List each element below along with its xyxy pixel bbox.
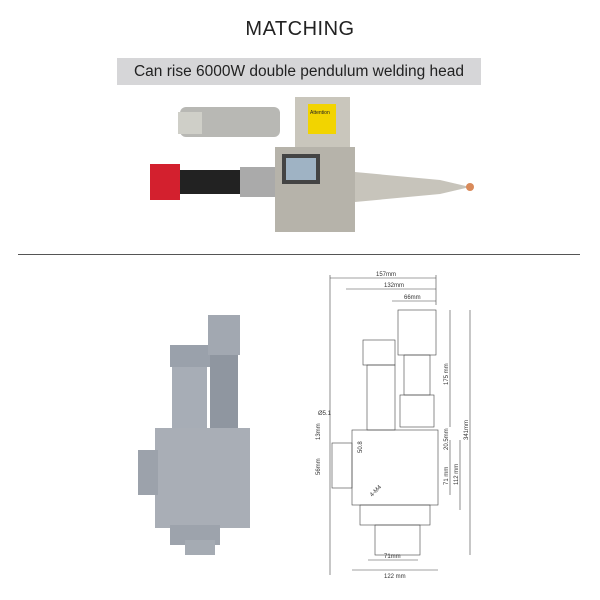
product-subtitle: Can rise 6000W double pendulum welding h… xyxy=(117,58,481,85)
welding-head-photo: Attention xyxy=(150,97,474,232)
dim-d5-1: Ø5.1 xyxy=(318,411,332,417)
dimension-drawing: 157mm 132mm 66mm 175 mm 341mm 20.5mm 71 … xyxy=(316,272,471,580)
dim-13: 13mm xyxy=(316,423,322,440)
dim-122: 122 mm xyxy=(384,574,406,580)
page-title: MATCHING xyxy=(245,18,355,40)
attention-label: Attention xyxy=(310,110,330,116)
dim-112: 112 mm xyxy=(454,464,460,485)
dim-71-v: 71 mm xyxy=(444,467,450,485)
dim-157: 157mm xyxy=(376,272,396,278)
section-divider xyxy=(18,254,580,255)
dim-50-8: 50.8 xyxy=(358,441,364,453)
dim-56: 56mm xyxy=(316,458,322,475)
dim-20-5: 20.5mm xyxy=(444,428,450,450)
dim-132: 132mm xyxy=(384,283,404,289)
dim-4-m4: 4-M4 xyxy=(369,484,383,498)
welding-head-render xyxy=(138,315,250,555)
dim-175: 175 mm xyxy=(444,363,450,385)
dim-71-h: 71mm xyxy=(384,554,401,560)
dim-66: 66mm xyxy=(404,295,421,301)
dim-341: 341mm xyxy=(464,420,470,440)
